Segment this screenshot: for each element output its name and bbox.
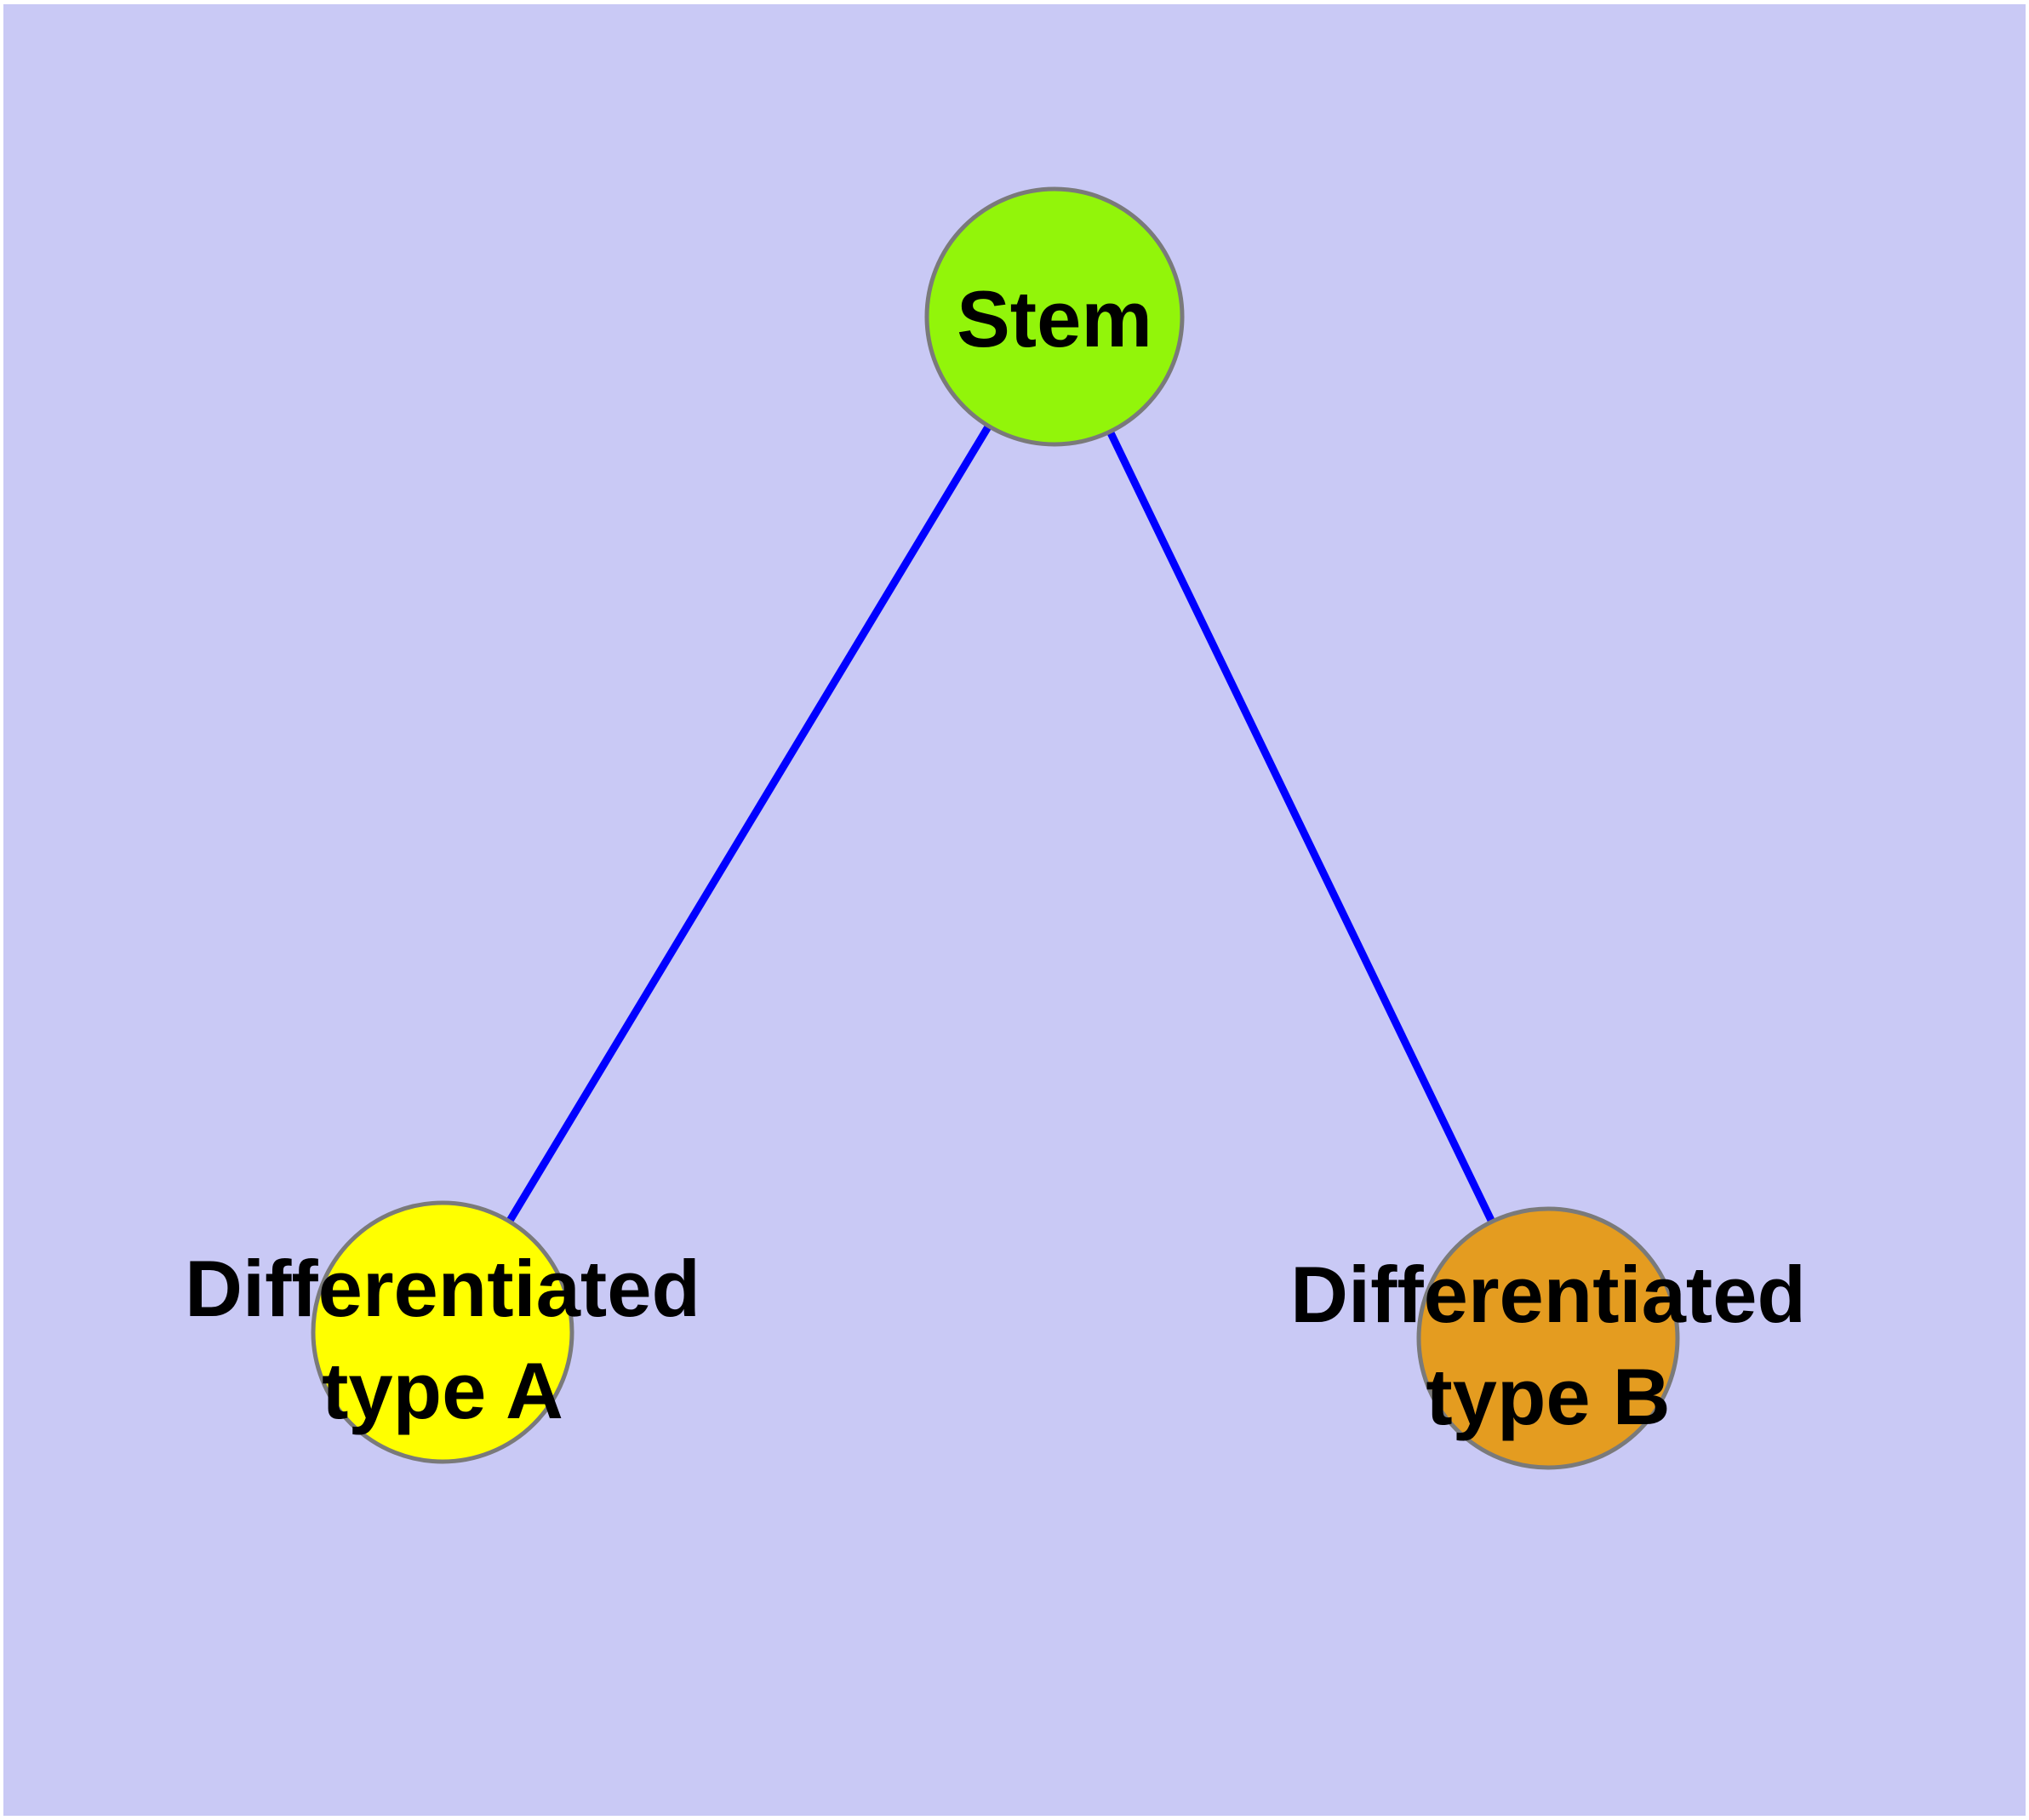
- node-stem-label: Stem: [957, 274, 1152, 363]
- node-type-b-label-line1: Differentiated: [1290, 1250, 1806, 1339]
- node-type-a-label-line2: type A: [322, 1346, 563, 1435]
- edge-stem-to-type-a: [439, 314, 1058, 1335]
- edge-stem-to-type-b: [1050, 315, 1552, 1340]
- node-stem: [924, 186, 1185, 447]
- node-type-a-label-line1: Differentiated: [185, 1244, 700, 1333]
- node-differentiated-type-a: [311, 1200, 574, 1464]
- node-type-b-label-line2: type B: [1426, 1352, 1670, 1441]
- node-differentiated-type-b: [1416, 1206, 1680, 1470]
